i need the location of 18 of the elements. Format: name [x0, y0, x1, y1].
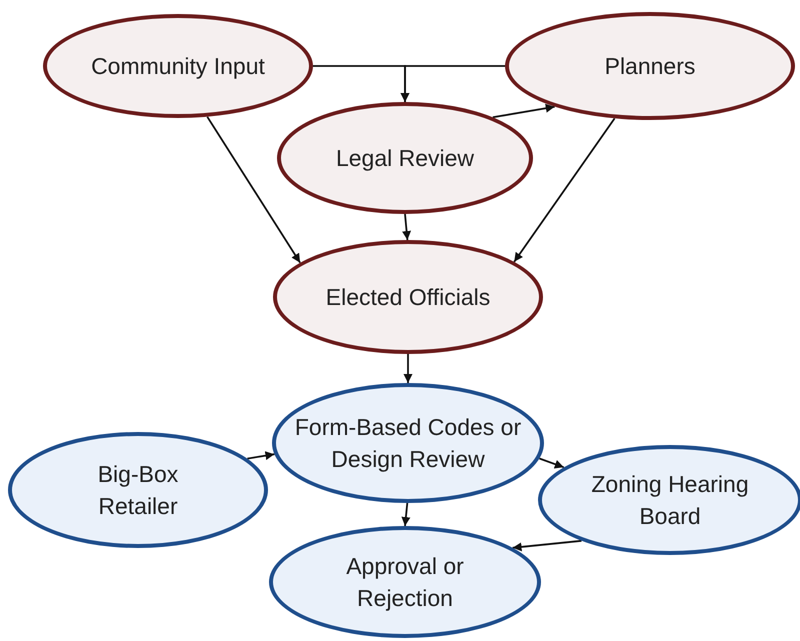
- arrow: [401, 502, 410, 526]
- arrow: [492, 104, 555, 118]
- arrow: [206, 116, 301, 264]
- arrow: [513, 118, 616, 262]
- node-label: Approval or Rejection: [345, 552, 465, 613]
- node-label: Community Input: [91, 52, 265, 81]
- node-label: Form-Based Codes or Design Review: [294, 413, 522, 474]
- arrow: [247, 451, 275, 460]
- node-label: Big-Box Retailer: [96, 460, 180, 521]
- node-label: Planners: [604, 52, 696, 81]
- arrow: [400, 65, 505, 102]
- node-label: Zoning Hearing Board: [590, 470, 750, 531]
- arrow: [539, 458, 564, 468]
- arrow: [512, 540, 582, 552]
- arrow: [402, 214, 412, 240]
- arrow: [404, 354, 412, 383]
- node-label: Elected Officials: [326, 283, 490, 312]
- node-label: Legal Review: [336, 144, 474, 173]
